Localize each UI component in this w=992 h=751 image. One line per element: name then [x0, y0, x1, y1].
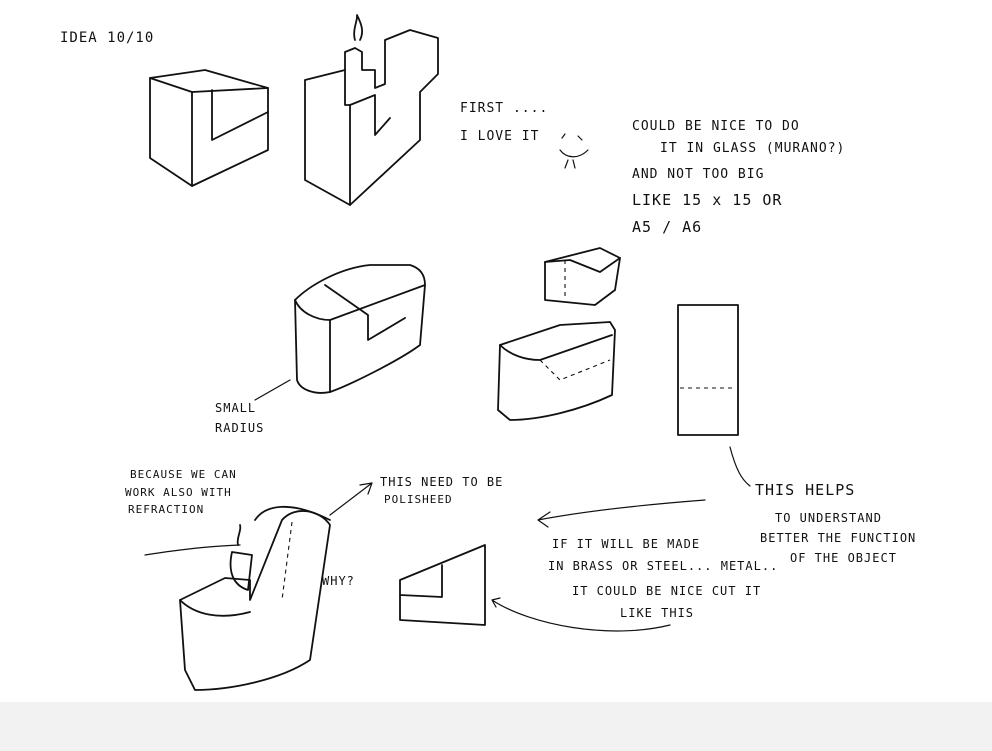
note-idea: IDEA 10/10 [60, 30, 154, 46]
note-love: I LOVE IT [460, 129, 539, 144]
note-because-1: BECAUSE WE CAN [130, 468, 237, 481]
arrow-refraction [144, 544, 241, 556]
sketch-candle-holder [179, 505, 331, 691]
note-helps-4: OF THE OBJECT [790, 551, 897, 565]
sketch-rounded-box [294, 264, 426, 394]
note-why: WHY? [322, 574, 355, 588]
note-first: FIRST .... [460, 101, 548, 116]
note-small: SMALL [215, 401, 256, 415]
note-could-2: IT IN GLASS (MURANO?) [660, 141, 845, 156]
note-helps-1: THIS HELPS [755, 481, 855, 499]
note-polish-1: THIS NEED TO BE [380, 475, 503, 489]
arrow-small-radius [254, 379, 291, 401]
sketch-stacked-pieces [497, 247, 621, 421]
arrow-polish [329, 482, 373, 516]
note-because-2: WORK ALSO WITH [125, 486, 232, 499]
arrow-cut [491, 597, 671, 632]
paper [0, 0, 992, 702]
smiley-doodle [559, 133, 589, 169]
note-could-3: AND NOT TOO BIG [632, 167, 764, 182]
sketch-candle-block [304, 14, 439, 206]
sketch-box-top-left [149, 69, 269, 187]
sketch-cut-block [399, 544, 486, 626]
arrow-helps [729, 446, 751, 487]
note-could-4: LIKE 15 x 15 OR [632, 191, 782, 209]
note-metal-2: IN BRASS OR STEEL... METAL.. [548, 559, 778, 573]
paper-shadow [0, 700, 992, 751]
note-helps-2: TO UNDERSTAND [775, 511, 882, 525]
note-metal-3: IT COULD BE NICE CUT IT [572, 584, 761, 598]
sketch-tall-rectangle [677, 304, 739, 436]
note-because-3: REFRACTION [128, 503, 204, 516]
note-polish-2: POLISHEED [384, 493, 453, 506]
note-could-1: COULD BE NICE TO DO [632, 119, 800, 134]
note-metal-4: LIKE THIS [620, 606, 694, 620]
note-metal-1: IF IT WILL BE MADE [552, 537, 700, 551]
arrow-metal [537, 499, 706, 528]
note-could-5: A5 / A6 [632, 218, 702, 236]
note-helps-3: BETTER THE FUNCTION [760, 531, 916, 545]
note-radius: RADIUS [215, 421, 264, 435]
